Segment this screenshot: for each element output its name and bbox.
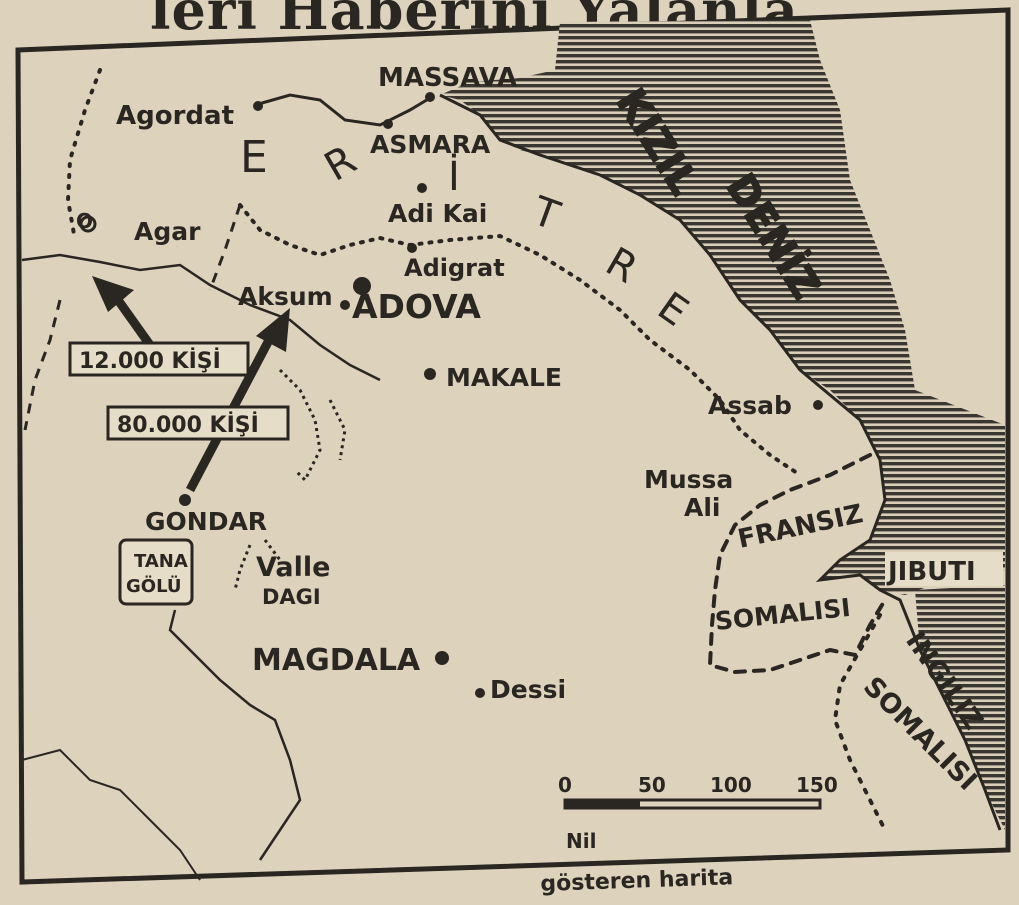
label-dagi: DAGI <box>262 585 321 609</box>
lake-tana-box <box>118 538 194 606</box>
scale-tick-100: 100 <box>710 773 752 797</box>
dot-asmara <box>383 119 393 129</box>
red-sea <box>440 20 1005 595</box>
label-adova: ADOVA <box>352 287 481 326</box>
scale-unit: Nil <box>566 829 596 853</box>
label-asmara: ASMARA <box>370 130 491 159</box>
dot-adova <box>353 277 371 295</box>
jibuti-box <box>885 552 1003 586</box>
label-aksum: Aksum <box>238 282 333 311</box>
label-valle: Valle <box>256 552 330 583</box>
border-eritrea <box>238 203 802 477</box>
eritrea-letter-3: İ <box>448 152 460 200</box>
label-massava: MASSAVA <box>378 63 517 93</box>
troop-arrow-1 <box>114 297 154 348</box>
label-ali: Ali <box>684 493 721 522</box>
dot-massava <box>425 92 435 102</box>
dot-aksum <box>340 300 350 310</box>
troop-label-2-box <box>106 405 290 441</box>
troop-label-1-box <box>68 341 250 377</box>
border-eritrea-north <box>254 93 431 127</box>
label-adi-kai: Adi Kai <box>388 199 487 228</box>
label-agordat: Agordat <box>116 101 234 131</box>
troop-label-1: 12.000 KİŞİ <box>79 348 221 374</box>
label-agar: Agar <box>134 217 201 246</box>
scale-tick-0: 0 <box>558 773 572 797</box>
border-british-somaliland <box>832 613 887 832</box>
scale-tick-50: 50 <box>638 773 666 797</box>
dot-adigrat <box>407 243 417 253</box>
border-french-somaliland <box>707 453 887 675</box>
dot-magdala <box>435 651 449 665</box>
label-tana-line2: GÖLÜ <box>126 575 182 597</box>
label-adigrat: Adigrat <box>404 254 505 282</box>
coastline <box>439 93 1002 831</box>
dot-dessi <box>475 688 485 698</box>
label-assab: Assab <box>708 391 792 420</box>
river-south <box>168 609 302 861</box>
scale-bar: 0 50 100 150 Nil <box>558 773 838 853</box>
label-gondar: GONDAR <box>145 507 267 536</box>
gulf-of-aden <box>915 585 1005 830</box>
label-tana-line1: TANA <box>134 551 188 572</box>
label-o: O <box>76 209 93 233</box>
border-sudan <box>23 204 242 431</box>
label-dessi: Dessi <box>490 675 566 704</box>
coast-southwest <box>21 748 201 881</box>
river-west <box>21 253 381 382</box>
dot-o <box>79 215 97 233</box>
dot-agordat <box>253 101 263 111</box>
city-dots <box>79 92 823 698</box>
dot-assab <box>813 400 823 410</box>
dot-adi-kai <box>417 183 427 193</box>
mountains <box>233 368 347 591</box>
label-magdala: MAGDALA <box>252 643 421 678</box>
troop-arrow-1-head <box>92 276 134 312</box>
label-makale: MAKALE <box>446 363 562 392</box>
label-mussa: Mussa <box>644 465 733 494</box>
eritrea-letter-1: E <box>240 132 268 183</box>
dot-gondar <box>179 494 191 506</box>
troop-arrow-2-head <box>256 308 290 352</box>
scale-tick-150: 150 <box>796 773 838 797</box>
dot-makale <box>424 368 436 380</box>
troop-label-2: 80.000 KİŞİ <box>117 412 259 438</box>
label-jibuti: JIBUTI <box>886 557 976 587</box>
